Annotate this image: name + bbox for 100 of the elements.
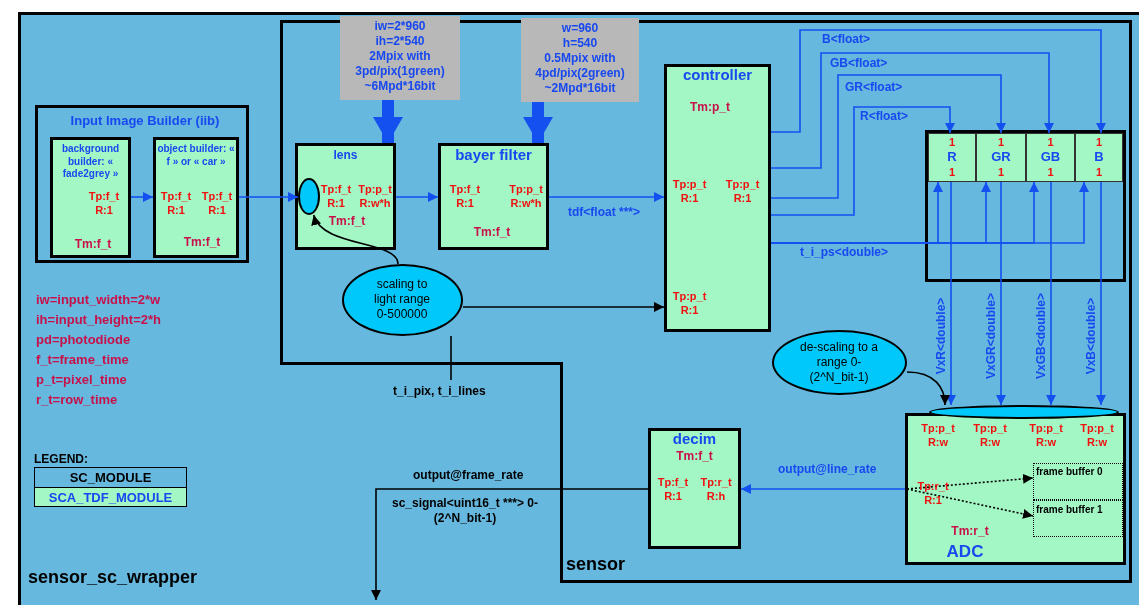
module-group-box	[35, 105, 249, 263]
port-label: Tp:f_t R:1	[200, 190, 234, 218]
arrow	[906, 371, 950, 406]
module-title: object builder: « f » or « car »	[156, 143, 236, 168]
module-title: ADC	[945, 541, 985, 563]
port-label: Tp:p_t R:1	[724, 178, 761, 206]
note-text: w=960	[560, 21, 600, 36]
note-text: ih=2*540	[374, 34, 426, 49]
thick-arrow	[375, 100, 401, 143]
definition-text: f_t=frame_time	[36, 352, 130, 369]
connector-line	[450, 335, 452, 381]
timing-label: Tm:f_t	[472, 225, 512, 240]
arrow	[371, 488, 649, 601]
port-label: Tp:p_t R:w*h	[508, 183, 544, 211]
module-title: sensor	[566, 553, 627, 576]
module-frame	[18, 12, 1139, 605]
arrow	[130, 192, 154, 202]
arrow	[238, 192, 299, 202]
arrow	[1096, 181, 1106, 406]
arrow	[1046, 181, 1056, 406]
port-label: Tp:p_t R:w	[1079, 422, 1115, 450]
port-label: Tp:r_t R:1	[916, 480, 950, 508]
arrow	[548, 192, 665, 202]
port-label: Tp:p_t R:w	[1028, 422, 1064, 450]
arrow	[770, 106, 955, 216]
note-text: 0.5Mpix with 4pd/pix(2green)	[534, 51, 626, 81]
note-text: scaling to light range 0-500000	[372, 277, 431, 322]
rate-label: 1	[1095, 165, 1103, 180]
port-label: Tp:p_t R:w	[920, 422, 956, 450]
timing-label: Tm:f_t	[327, 214, 367, 229]
module-box	[295, 143, 396, 250]
timing-label: Tm:f_t	[675, 449, 714, 464]
port-label: Tp:f_t R:1	[319, 183, 353, 211]
timing-label: Tm:r_t	[950, 524, 990, 539]
port-label: Tp:f_t R:1	[656, 476, 690, 504]
arrow	[770, 29, 1106, 134]
port-label: Tp:p_t R:w*h	[357, 183, 393, 211]
note-text: de-scaling to a range 0-(2^N_bit-1)	[798, 340, 879, 385]
arrow	[312, 214, 399, 265]
note-text: 2Mpix with 3pd/pix(1green)	[354, 49, 446, 79]
rate-label: 1	[1047, 165, 1054, 180]
rate-label: 1	[1095, 135, 1103, 150]
module-title: controller	[681, 66, 754, 85]
channel-cell	[928, 133, 976, 182]
buffer-label: frame buffer 0	[1036, 466, 1104, 479]
edge-label: t_i_ps<double>	[800, 246, 889, 260]
timing-label: Tm:f_t	[182, 235, 222, 250]
module-box	[438, 143, 549, 250]
edge-label: output@line_rate	[778, 463, 877, 477]
channel-name: GB	[1040, 149, 1061, 166]
module-box	[905, 413, 1126, 565]
note-text: ~2Mpd*16bit	[543, 81, 617, 96]
port-label: Tp:f_t R:1	[87, 190, 121, 218]
port-label: Tp:r_t R:h	[699, 476, 733, 504]
buffer-box	[1033, 500, 1123, 537]
module-box	[648, 428, 741, 549]
note-box	[340, 16, 460, 100]
edge-label: output@frame_rate	[413, 469, 524, 483]
definition-text: pd=photodiode	[36, 332, 132, 349]
timing-label: Tm:f_t	[73, 237, 113, 252]
module-box	[664, 64, 771, 332]
thick-arrow	[525, 102, 551, 143]
buffer-label: frame buffer 1	[1036, 504, 1104, 517]
definition-text: ih=input_height=2*h	[36, 312, 162, 329]
module-title: bayer filter	[454, 146, 533, 165]
port-label: Tp:f_t R:1	[159, 190, 193, 218]
module-title: Input Image Builder (iib)	[69, 113, 221, 130]
arrow	[462, 302, 665, 312]
definition-text: p_t=pixel_time	[36, 372, 128, 389]
channel-name: B	[1094, 149, 1104, 166]
rate-label: 1	[997, 165, 1005, 180]
module-title: sensor_sc_wrapper	[28, 566, 199, 589]
channel-name: GR	[991, 149, 1011, 166]
module-group-box	[925, 130, 1126, 282]
note-text: h=540	[561, 36, 599, 51]
edge-label: t_i_pix, t_i_lines	[393, 385, 486, 399]
arrow	[946, 181, 956, 406]
rate-label: 1	[948, 165, 956, 180]
arrow	[395, 192, 439, 202]
module-title: lens	[332, 148, 359, 163]
note-box	[521, 18, 639, 102]
legend-title: LEGEND:	[34, 452, 89, 467]
port-label: Tp:p_t R:1	[671, 178, 708, 206]
definition-text: r_t=row_time	[36, 392, 119, 409]
channel-cell	[1075, 133, 1123, 182]
timing-label: Tm:p_t	[689, 100, 731, 115]
port-label: Tp:p_t R:w	[972, 422, 1008, 450]
arrow	[770, 74, 1006, 199]
note-text: iw=2*960	[373, 19, 427, 34]
rate-label: 1	[997, 135, 1005, 150]
legend-label: SC_MODULE	[69, 470, 152, 485]
signal-label: sc_signal<uint16_t ***> 0-(2^N_bit-1)	[390, 496, 540, 526]
port-ellipse	[298, 178, 320, 215]
rate-label: 1	[948, 135, 956, 150]
dotted-arrow	[906, 488, 1034, 519]
legend-label: SCA_TDF_MODULE	[48, 489, 173, 505]
module-box	[153, 137, 239, 258]
module-box	[50, 137, 131, 258]
arrow	[770, 52, 1054, 169]
note-text: ~6Mpd*16bit	[363, 79, 437, 94]
